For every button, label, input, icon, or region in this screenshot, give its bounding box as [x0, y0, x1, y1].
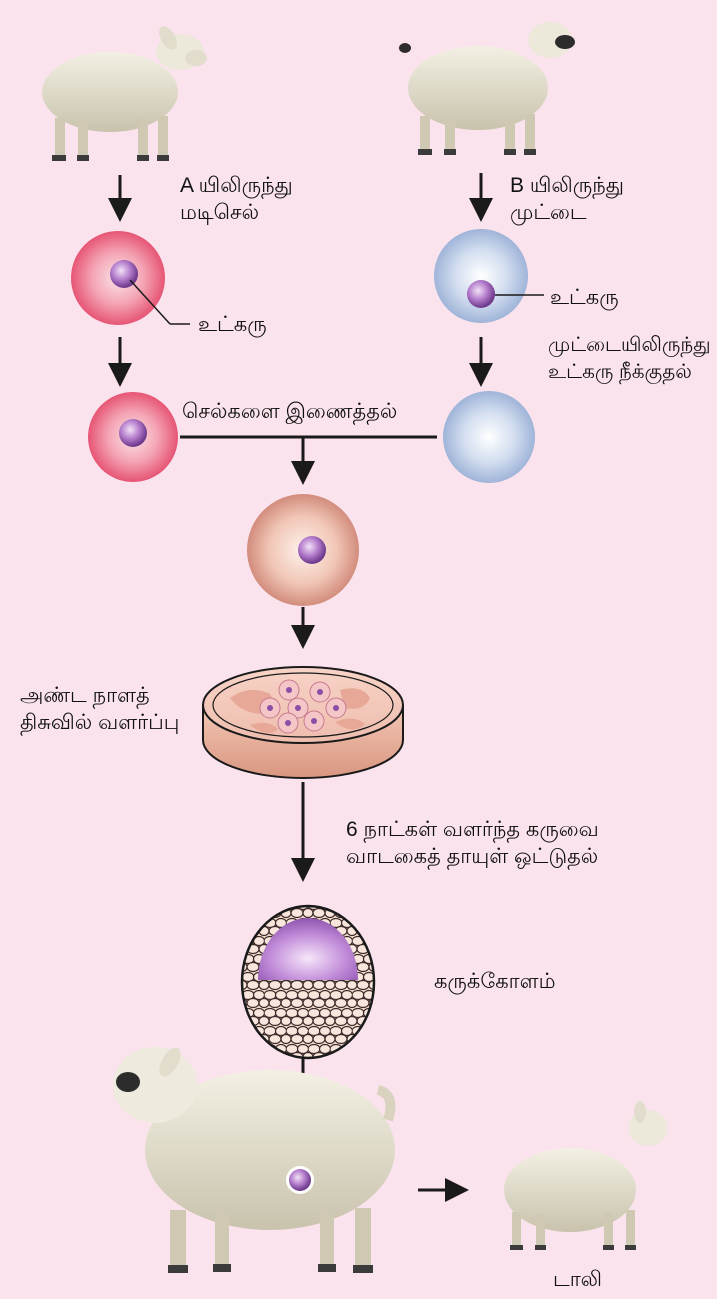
- label-blastocyst: கருக்கோளம்: [434, 968, 556, 995]
- label-from-sheep-b-line2: முட்டை: [510, 199, 624, 226]
- label-oviduct-culture-line1: அண்ட நாளத்: [20, 682, 179, 709]
- label-from-sheep-b-line1: B யிலிருந்து: [510, 172, 624, 199]
- label-embryo-transfer-line2: வாடகைத் தாயுள் ஒட்டுதல்: [346, 843, 599, 870]
- label-embryo-transfer-line1: 6 நாட்கள் வளர்ந்த கருவை: [346, 816, 599, 843]
- label-from-sheep-a-line2: மடிசெல்: [180, 199, 293, 226]
- label-from-sheep-a-line1: A யிலிருந்து: [180, 172, 293, 199]
- label-dolly: டாலி: [553, 1266, 602, 1293]
- label-enucleation-line1: முட்டையிலிருந்து: [548, 332, 711, 359]
- label-nucleus-left: உட்கரு: [198, 311, 267, 338]
- fused-cell: [247, 494, 359, 606]
- egg-cell-nucleus: [467, 280, 495, 308]
- label-oviduct-culture-line2: திசுவில் வளர்ப்பு: [20, 709, 179, 736]
- label-oviduct-culture: அண்ட நாளத் திசுவில் வளர்ப்பு: [20, 682, 179, 736]
- egg-cell: [434, 229, 544, 323]
- label-from-sheep-b: B யிலிருந்து முட்டை: [510, 172, 624, 226]
- surrogate-sheep-image: [113, 1044, 395, 1273]
- label-cell-fusion: செல்களை இணைத்தல்: [182, 398, 397, 425]
- blastocyst: [242, 906, 374, 1058]
- udder-cell-row2-nucleus: [119, 419, 147, 447]
- udder-cell: [71, 231, 190, 325]
- dolly-sheep-image: [504, 1101, 668, 1250]
- label-from-sheep-a: A யிலிருந்து மடிசெல்: [180, 172, 293, 226]
- fused-cell-nucleus: [298, 536, 326, 564]
- label-embryo-transfer: 6 நாட்கள் வளர்ந்த கருவை வாடகைத் தாயுள் ஒ…: [346, 816, 599, 870]
- sheep-a-image: [42, 23, 207, 161]
- label-nucleus-right: உட்கரு: [550, 284, 619, 311]
- enucleated-egg-cell: [443, 391, 535, 483]
- label-enucleation: முட்டையிலிருந்து உட்கரு நீக்குதல்: [548, 332, 711, 386]
- culture-dish: [203, 667, 403, 778]
- sheep-b-image: [399, 22, 575, 155]
- udder-cell-row2: [88, 392, 178, 482]
- label-enucleation-line2: உட்கரு நீக்குதல்: [548, 359, 711, 386]
